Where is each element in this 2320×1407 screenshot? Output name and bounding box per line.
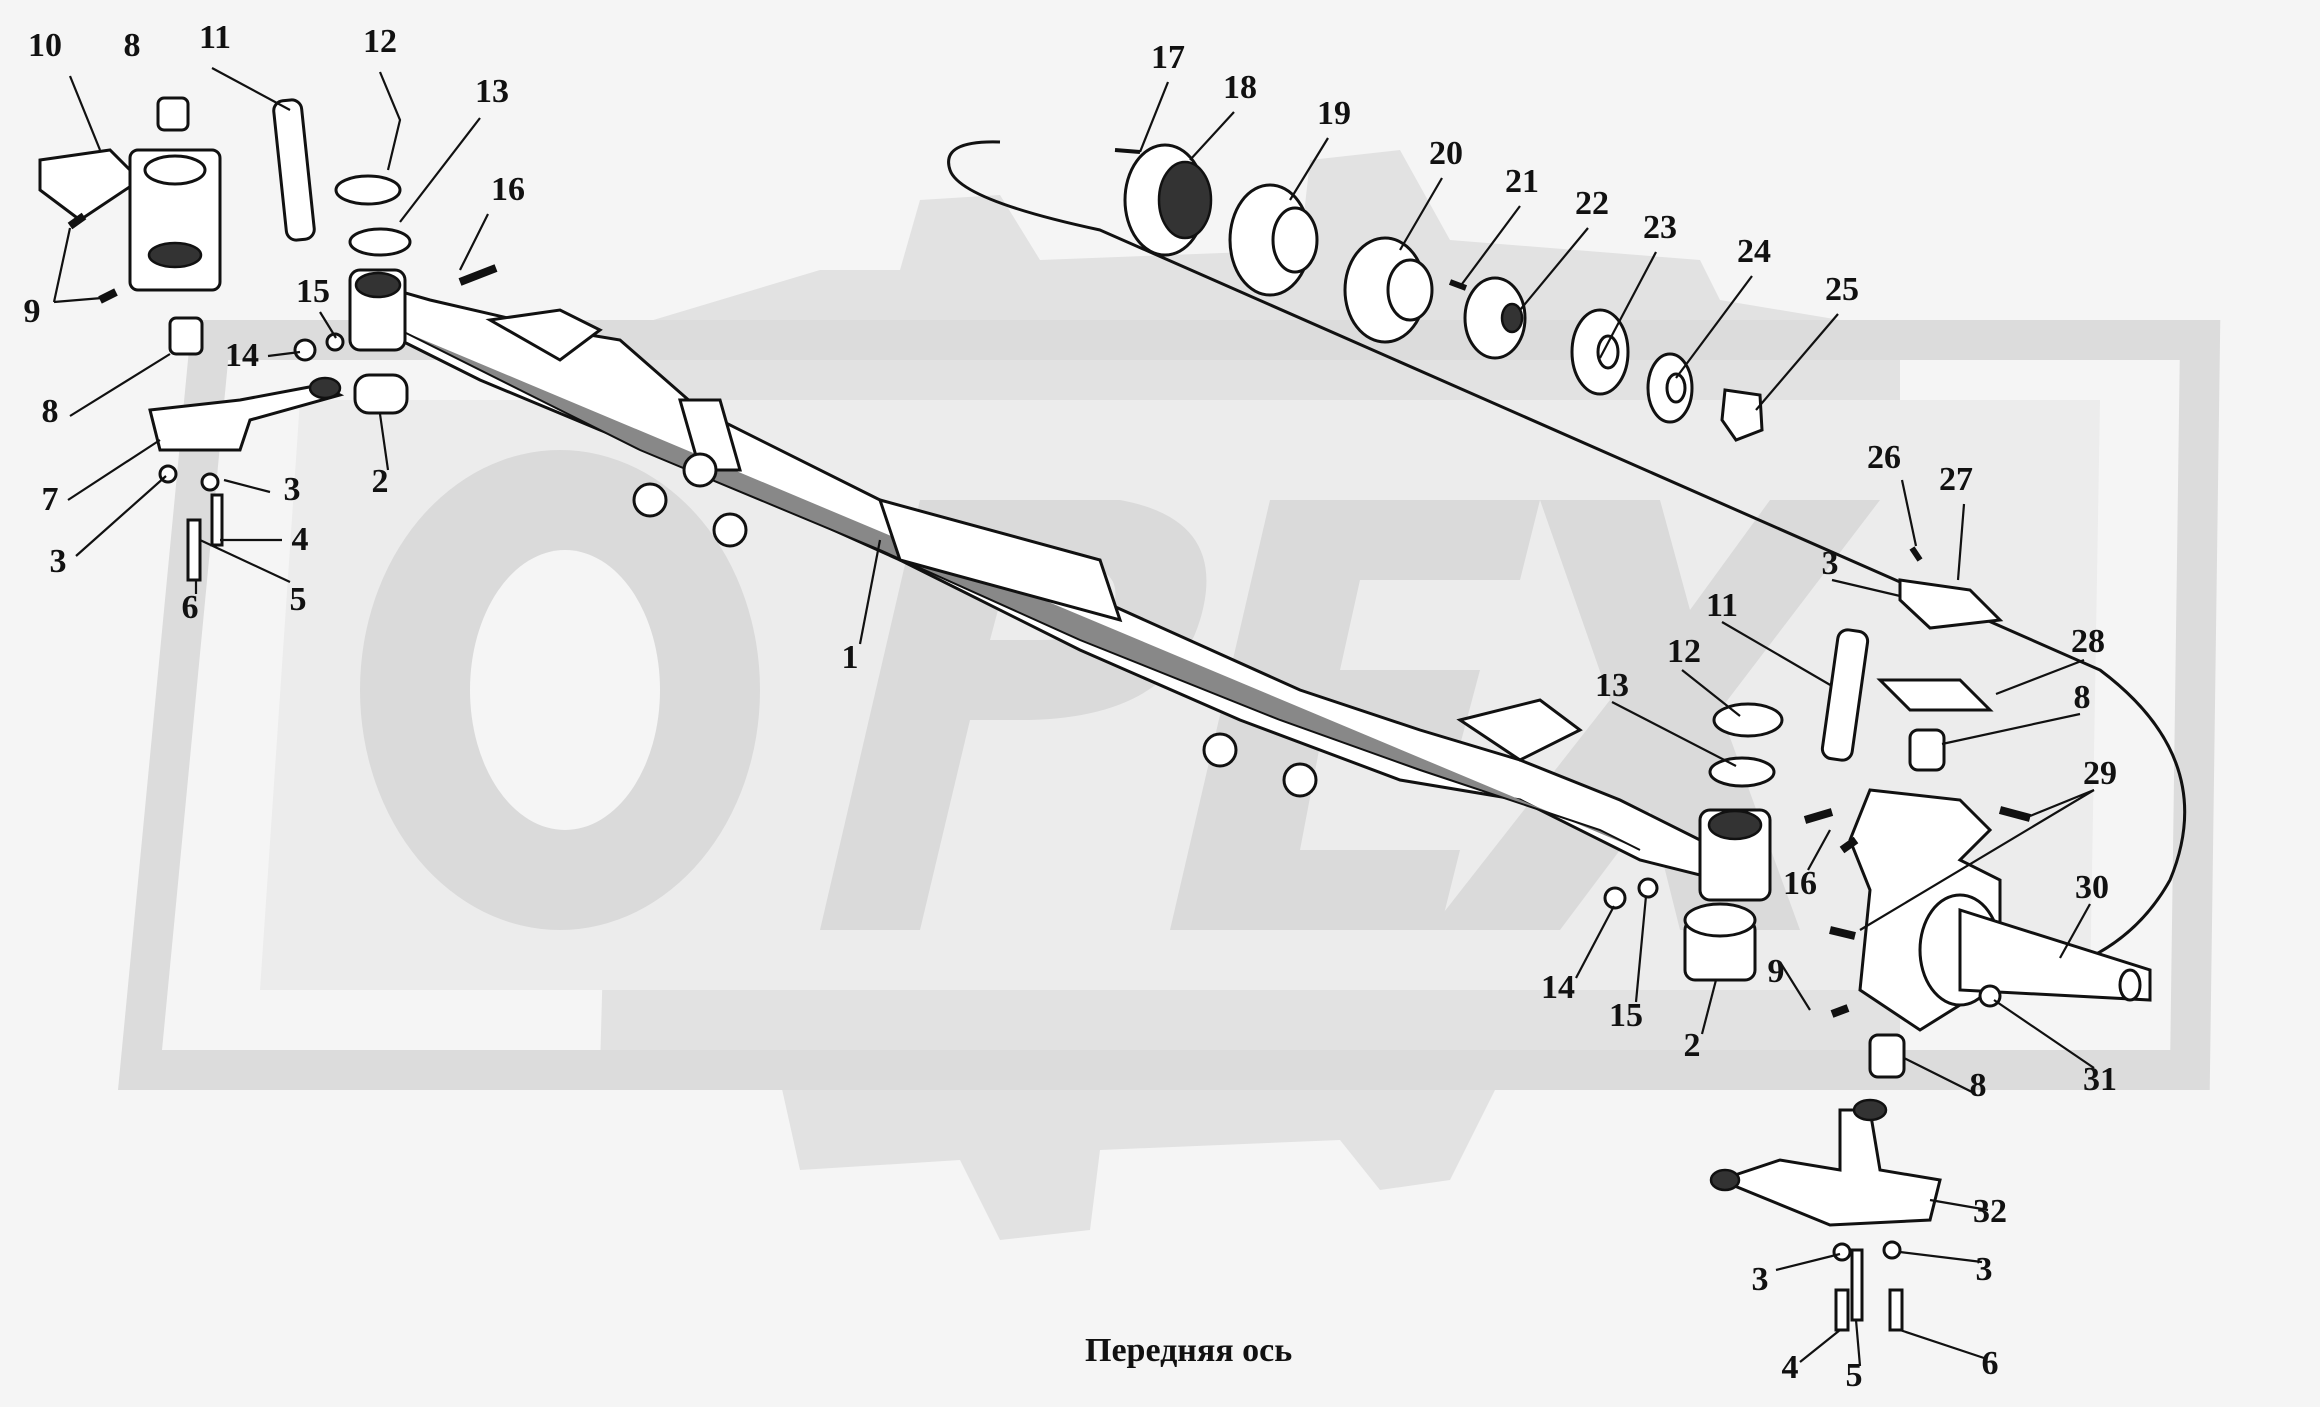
callout-number: 29 bbox=[2083, 755, 2117, 792]
callout-number: 16 bbox=[491, 171, 525, 208]
callout-number: 32 bbox=[1973, 1193, 2007, 1230]
right-knuckle-assembly bbox=[1603, 546, 2152, 1332]
callout-number: 23 bbox=[1643, 209, 1677, 246]
callout-number: 9 bbox=[1768, 953, 1785, 990]
watermark-frame bbox=[117, 320, 2221, 1090]
callout-number: 24 bbox=[1737, 233, 1771, 270]
callout-number: 2 bbox=[372, 463, 389, 500]
watermark-letter-o-hole bbox=[470, 550, 660, 830]
callout-number: 11 bbox=[199, 19, 231, 56]
callout-number: 6 bbox=[1982, 1345, 1999, 1382]
callout-number: 27 bbox=[1939, 461, 1973, 498]
callout-number: 5 bbox=[290, 581, 307, 618]
callout-number: 14 bbox=[225, 337, 259, 374]
callout-number: 15 bbox=[296, 273, 330, 310]
callout-number: 17 bbox=[1151, 39, 1185, 76]
callout-number: 13 bbox=[475, 73, 509, 110]
callout-number: 26 bbox=[1867, 439, 1901, 476]
callout-number: 25 bbox=[1825, 271, 1859, 308]
callout-number: 2 bbox=[1684, 1027, 1701, 1064]
callout-number: 3 bbox=[1752, 1261, 1769, 1298]
callout-number: 3 bbox=[50, 543, 67, 580]
callout-number: 8 bbox=[124, 27, 141, 64]
callout-number: 12 bbox=[363, 23, 397, 60]
callout-number: 8 bbox=[1970, 1067, 1987, 1104]
leader-lines bbox=[52, 67, 2095, 1367]
callout-number: 15 bbox=[1609, 997, 1643, 1034]
callout-number: 31 bbox=[2083, 1061, 2117, 1098]
callout-number: 11 bbox=[1706, 587, 1738, 624]
watermark-letter-r bbox=[820, 500, 1207, 930]
callout-number: 28 bbox=[2071, 623, 2105, 660]
callout-number: 3 bbox=[1822, 545, 1839, 582]
axle-beam bbox=[348, 268, 1772, 902]
callout-number: 3 bbox=[284, 471, 301, 508]
callout-number: 7 bbox=[42, 481, 59, 518]
callout-number: 19 bbox=[1317, 95, 1351, 132]
callout-number: 22 bbox=[1575, 185, 1609, 222]
callout-number: 12 bbox=[1667, 633, 1701, 670]
callout-number: 4 bbox=[1782, 1349, 1799, 1386]
callout-number: 6 bbox=[182, 589, 199, 626]
callout-number: 5 bbox=[1846, 1357, 1863, 1394]
watermark-letter-h bbox=[1430, 500, 1880, 930]
callout-number: 10 bbox=[28, 27, 62, 64]
callout-number: 14 bbox=[1541, 969, 1575, 1006]
callout-number: 30 bbox=[2075, 869, 2109, 906]
callout-number: 8 bbox=[42, 393, 59, 430]
left-knuckle-assembly bbox=[38, 96, 498, 582]
callout-number: 4 bbox=[292, 521, 309, 558]
callout-number: 3 bbox=[1976, 1251, 1993, 1288]
callout-number: 13 bbox=[1595, 667, 1629, 704]
callout-number: 21 bbox=[1505, 163, 1539, 200]
callout-number: 20 bbox=[1429, 135, 1463, 172]
callout-number: 9 bbox=[24, 293, 41, 330]
callout-number: 16 bbox=[1783, 865, 1817, 902]
callout-number: 8 bbox=[2074, 679, 2091, 716]
callout-number: 1 bbox=[842, 639, 859, 676]
callout-number: 18 bbox=[1223, 69, 1257, 106]
assembly-guide-arrow bbox=[947, 140, 2187, 984]
diagram-caption: Передняя ось bbox=[1085, 1332, 1293, 1369]
